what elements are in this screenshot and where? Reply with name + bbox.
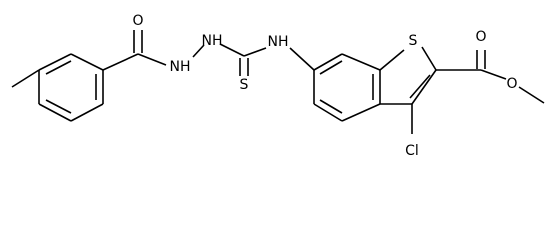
hydrazide-nh-label-right: NH <box>202 33 223 49</box>
ring-sulfur-label: S <box>409 33 418 49</box>
thione-sulfur-label: S <box>240 77 249 93</box>
carbonyl-oxygen-label: O <box>132 13 143 29</box>
hydrazide-nh-label-left: NH <box>170 59 191 75</box>
molecule-structure: O NH NH NH S S O O Cl <box>11 13 545 159</box>
thioamide-nh-label: NH <box>268 34 289 50</box>
ester-oxygen-label: O <box>506 76 517 92</box>
ester-carbonyl-oxygen-label: O <box>475 29 486 45</box>
atom-labels: O NH NH NH S S O O Cl <box>132 13 517 159</box>
chlorine-label: Cl <box>405 143 419 159</box>
bond-lines <box>11 30 545 134</box>
